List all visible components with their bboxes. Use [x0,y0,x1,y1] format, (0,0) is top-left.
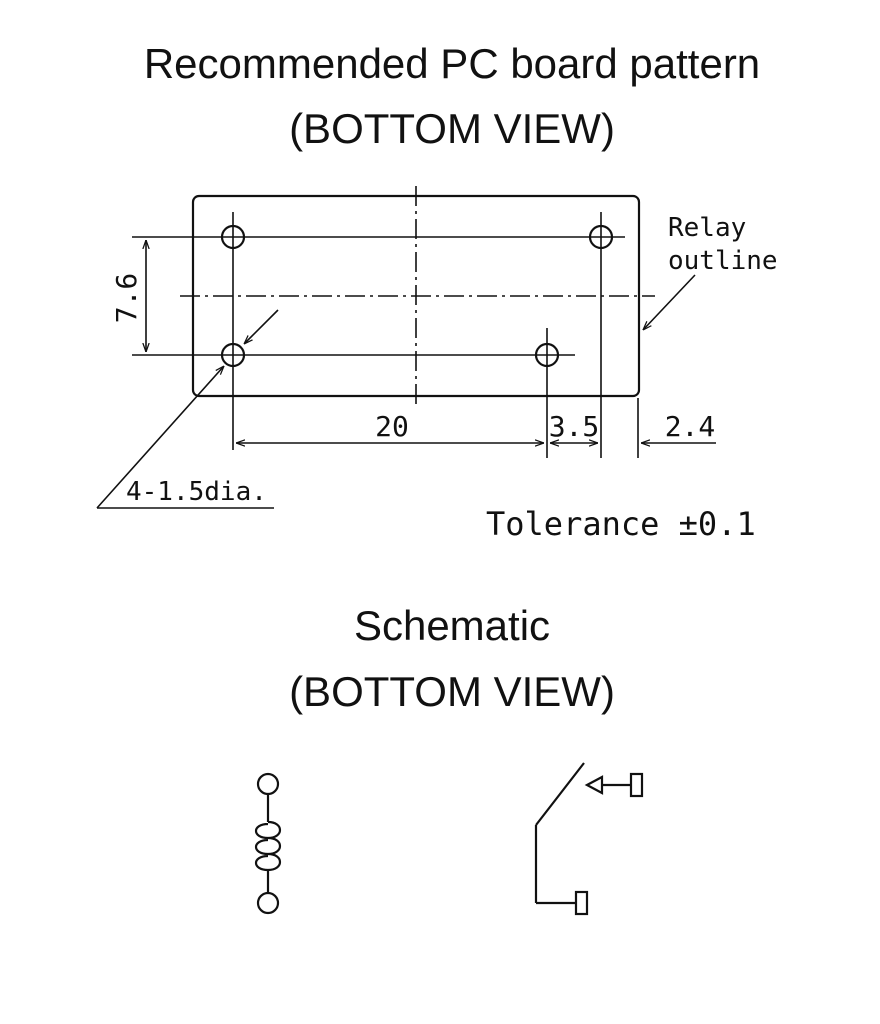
hole-callout-label: 4-1.5dia. [126,477,267,507]
pin-hole [534,342,560,368]
dimension-offset-label: 3.5 [549,410,600,443]
pcb-title: Recommended PC board pattern [144,40,760,87]
hole-crosshairs [132,212,639,458]
schematic-view-label: (BOTTOM VIEW) [289,668,615,715]
contact-terminal [629,772,644,798]
dimension-vertical-label: 7.6 [110,273,143,324]
relay-outline-leader [643,274,696,330]
pcb-view-label: (BOTTOM VIEW) [289,105,615,152]
contact-symbol [534,762,644,916]
dimension-edge-label: 2.4 [665,410,716,443]
relay-outline-label-2: outline [668,246,778,276]
pin-hole [588,224,614,250]
tolerance-label: Tolerance ±0.1 [486,505,756,543]
relay-outline-label-1: Relay [668,213,746,243]
hole-leader-upper [244,309,279,344]
coil-symbol [254,772,282,915]
coil-terminal [256,891,280,915]
contact-point-arrow [584,775,604,795]
contact-arm [535,762,585,826]
dimension-pitch-label: 20 [375,410,409,443]
pin-hole [220,342,246,368]
coil-terminal [256,772,280,796]
schematic-title: Schematic [354,602,550,649]
coil-winding [254,820,282,872]
pin-hole [220,224,246,250]
hole-leader-lower [96,366,224,509]
contact-terminal [574,890,589,916]
